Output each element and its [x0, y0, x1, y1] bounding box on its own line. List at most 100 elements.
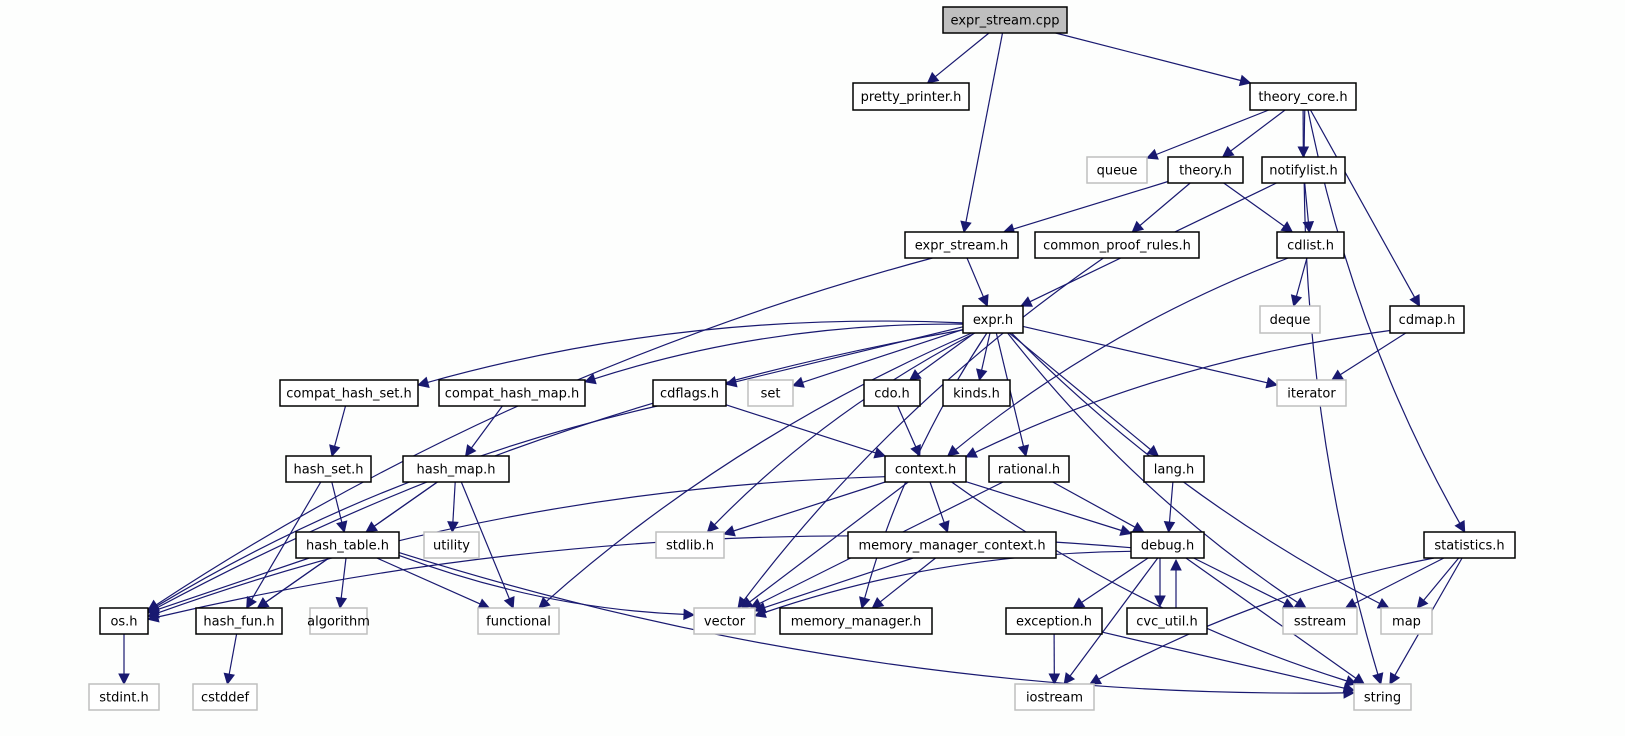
edge-cdflags_h-to-os_h	[147, 405, 658, 612]
edge-context_h-to-stdlib_h	[722, 481, 886, 537]
node-algorithm: algorithm	[307, 607, 370, 635]
node-compat-hash-set-h[interactable]: compat_hash_set.h	[279, 379, 419, 407]
arrowhead-icon	[1221, 146, 1235, 158]
node-box	[1034, 231, 1200, 259]
node-label: compat_hash_map.h	[445, 387, 580, 402]
edge-line	[966, 257, 984, 298]
node-memory-manager-h[interactable]: memory_manager.h	[779, 607, 933, 635]
node-box	[1380, 607, 1433, 635]
node-label: common_proof_rules.h	[1043, 239, 1191, 254]
node-debug-h[interactable]: debug.h	[1130, 531, 1205, 559]
edge-debug_h-to-cvc_util_h	[1154, 558, 1166, 608]
arrowhead-icon	[1119, 524, 1133, 536]
arrowhead-icon	[1280, 221, 1294, 233]
edge-line	[802, 328, 964, 383]
arrowhead-icon	[1163, 521, 1176, 534]
node-exception-h[interactable]: exception.h	[1005, 607, 1103, 635]
node-pretty-printer-h[interactable]: pretty_printer.h	[852, 82, 970, 111]
edge-line	[228, 633, 238, 675]
node-box	[863, 379, 921, 407]
edge-debug_h-to-iostream	[1063, 557, 1159, 685]
node-hash-fun-h[interactable]: hash_fun.h	[195, 607, 283, 635]
edge-hash_table_h-to-algorithm	[335, 557, 348, 610]
edge-line	[1223, 182, 1285, 227]
node-box	[1276, 231, 1345, 259]
edge-hash_map_h-to-functional	[460, 481, 515, 610]
edge-expr_h-to-cdflags_h	[724, 326, 964, 388]
node-cdmap-h[interactable]: cdmap.h	[1389, 305, 1465, 334]
edge-lang_h-to-debug_h	[1163, 481, 1176, 534]
node-box	[1014, 683, 1095, 711]
edge-line	[1168, 481, 1174, 523]
node-label: hash_fun.h	[203, 615, 274, 630]
node-box	[1276, 379, 1347, 407]
edge-expr_stream_cpp-to-theory_core_h	[1055, 32, 1252, 87]
arrowhead-icon	[477, 598, 491, 610]
node-cdlist-h[interactable]: cdlist.h	[1276, 231, 1345, 259]
edge-hash_table_h-to-vector	[398, 554, 696, 621]
edge-line	[1052, 481, 1136, 528]
edge-line	[331, 481, 343, 523]
edge-line	[157, 557, 310, 611]
node-box	[942, 379, 1011, 407]
node-rational-h[interactable]: rational.h	[988, 455, 1070, 483]
edge-line	[929, 481, 945, 523]
node-hash-set-h[interactable]: hash_set.h	[285, 455, 372, 483]
node-context-h[interactable]: context.h	[884, 455, 967, 483]
arrowhead-icon	[1089, 673, 1103, 685]
arrowhead-icon	[118, 673, 130, 686]
node-kinds-h[interactable]: kinds.h	[942, 379, 1011, 407]
edge-line	[965, 481, 1122, 532]
node-iostream: iostream	[1014, 683, 1095, 711]
node-cdflags-h[interactable]: cdflags.h	[652, 379, 727, 407]
node-label: algorithm	[307, 615, 370, 630]
arrowhead-icon	[1019, 296, 1033, 307]
node-compat-hash-map-h[interactable]: compat_hash_map.h	[438, 379, 586, 407]
edge-line	[1295, 257, 1308, 297]
edge-line	[1304, 182, 1309, 223]
node-cdo-h[interactable]: cdo.h	[863, 379, 921, 407]
edge-line	[340, 557, 347, 599]
node-box	[988, 455, 1070, 483]
node-hash-map-h[interactable]: hash_map.h	[402, 455, 510, 483]
edge-line	[1081, 557, 1149, 603]
node-label: pretty_printer.h	[861, 90, 962, 105]
node-label: notifylist.h	[1269, 164, 1337, 179]
node-expr-h[interactable]: expr.h	[962, 305, 1024, 334]
node-hash-table-h[interactable]: hash_table.h	[295, 531, 400, 559]
node-box	[962, 305, 1024, 334]
edge-theory_h-to-common_proof_rules_h	[1131, 182, 1191, 233]
edge-line	[1340, 332, 1407, 376]
node-box	[1167, 156, 1244, 184]
node-common-proof-rules-h[interactable]: common_proof_rules.h	[1034, 231, 1200, 259]
node-box	[438, 379, 586, 407]
node-os-h[interactable]: os.h	[99, 607, 149, 635]
node-label: functional	[486, 615, 551, 630]
node-label: cdlist.h	[1287, 239, 1334, 254]
node-label: utility	[433, 539, 470, 554]
arrowhead-icon	[335, 596, 348, 610]
edge-memory_manager_context_h-to-memory_manager_h	[871, 557, 936, 609]
arrowhead-icon	[416, 376, 430, 388]
node-memory-manager-context-h[interactable]: memory_manager_context.h	[847, 531, 1057, 559]
edge-line	[1156, 109, 1270, 156]
node-expr-stream-h[interactable]: expr_stream.h	[904, 231, 1019, 259]
edge-expr_h-to-set	[791, 328, 964, 388]
edge-cdlist_h-to-context_h	[946, 257, 1289, 457]
edge-context_h-to-debug_h	[965, 481, 1133, 536]
edge-expr_h-to-compat_hash_set_h	[416, 320, 964, 388]
node-statistics-h[interactable]: statistics.h	[1423, 531, 1516, 559]
node-lang-h[interactable]: lang.h	[1143, 455, 1205, 483]
arrowhead-icon	[1330, 369, 1344, 381]
edge-line	[427, 320, 964, 383]
node-map: map	[1380, 607, 1433, 635]
edge-hash_map_h-to-utility	[447, 481, 459, 534]
arrowhead-icon	[1302, 221, 1315, 234]
node-functional: functional	[477, 607, 560, 635]
node-box	[1353, 683, 1412, 711]
node-theory-h[interactable]: theory.h	[1167, 156, 1244, 184]
node-notifylist-h[interactable]: notifylist.h	[1261, 156, 1346, 184]
node-cvc-util-h[interactable]: cvc_util.h	[1126, 607, 1208, 635]
node-box	[477, 607, 560, 635]
node-theory-core-h[interactable]: theory_core.h	[1249, 82, 1357, 111]
